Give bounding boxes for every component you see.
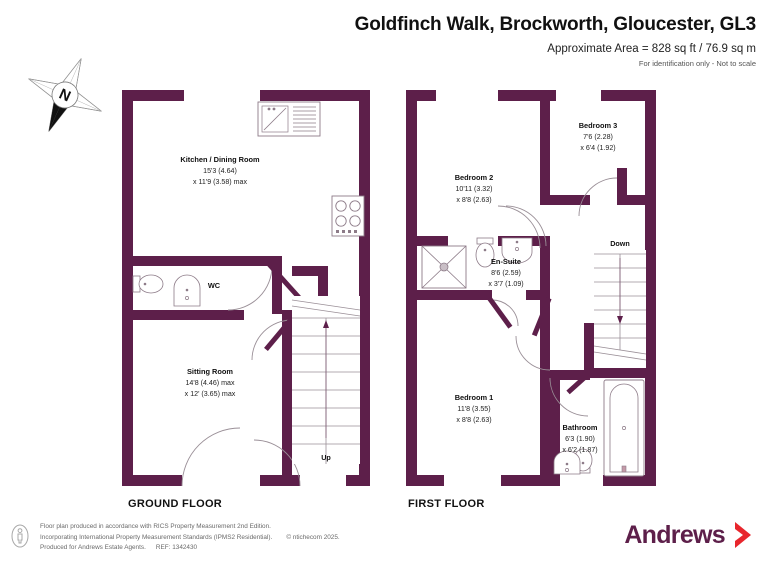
en-suite-label: En-Suite 8'6 (2.59) x 3'7 (1.09) bbox=[488, 257, 523, 288]
ensuite-basin-icon bbox=[501, 237, 533, 264]
first-floor-label: FIRST FLOOR bbox=[408, 498, 485, 510]
ground-floor-label: GROUND FLOOR bbox=[128, 498, 223, 510]
svg-text:6'3 (1.90): 6'3 (1.90) bbox=[565, 435, 595, 443]
ensuite-shower-tray-icon bbox=[421, 245, 467, 289]
ground-floor-door-leaves bbox=[264, 262, 302, 352]
sitting-room-label: Sitting Room 14'8 (4.46) max x 12' (3.65… bbox=[185, 367, 236, 398]
svg-text:En-Suite: En-Suite bbox=[491, 257, 521, 266]
svg-text:Bathroom: Bathroom bbox=[563, 423, 598, 432]
bathroom-bathtub-icon bbox=[603, 379, 645, 477]
first-floor-door-swings bbox=[491, 177, 618, 417]
brand-name: Andrews bbox=[624, 520, 725, 549]
footer-line-2-row: Incorporating International Property Mea… bbox=[40, 533, 340, 544]
wc-toilet-icon bbox=[132, 274, 164, 294]
chevron-right-icon bbox=[735, 522, 751, 548]
svg-text:x 8'8 (2.63): x 8'8 (2.63) bbox=[456, 416, 491, 424]
kitchen-hob-icon bbox=[331, 195, 365, 237]
svg-text:11'8 (3.55): 11'8 (3.55) bbox=[457, 405, 490, 413]
footer-text: Floor plan produced in accordance with R… bbox=[40, 522, 340, 554]
svg-text:x 6'4 (1.92): x 6'4 (1.92) bbox=[580, 144, 615, 152]
bedroom-2-label: Bedroom 2 10'11 (3.32) x 8'8 (2.63) bbox=[455, 173, 494, 204]
kitchen-sink-with-drainer-icon bbox=[257, 101, 321, 137]
page-title: Goldfinch Walk, Brockworth, Gloucester, … bbox=[354, 14, 757, 35]
svg-text:x 11'9 (3.58) max: x 11'9 (3.58) max bbox=[193, 178, 248, 186]
ground-floor-plan: Up Kitchen / Dining Room 15'3 (4.64) x 1… bbox=[110, 78, 390, 498]
scale-notice: For identification only - Not to scale bbox=[638, 59, 756, 68]
svg-text:8'6 (2.59): 8'6 (2.59) bbox=[491, 269, 521, 277]
footer-line-3: Produced for Andrews Estate Agents. bbox=[40, 544, 146, 552]
svg-text:Kitchen / Dining Room: Kitchen / Dining Room bbox=[180, 155, 260, 164]
svg-text:14'8 (4.46) max: 14'8 (4.46) max bbox=[185, 379, 235, 387]
svg-text:15'3 (4.64): 15'3 (4.64) bbox=[203, 167, 237, 175]
ground-floor-staircase: Up bbox=[291, 296, 361, 464]
compass-rose-icon: N bbox=[22, 52, 108, 138]
wc-basin-icon bbox=[173, 274, 201, 307]
footer-copyright: © ntichecom 2025. bbox=[286, 533, 340, 541]
svg-text:x 6'2 (1.87): x 6'2 (1.87) bbox=[562, 446, 597, 454]
svg-text:10'11 (3.32): 10'11 (3.32) bbox=[455, 185, 492, 193]
wc-label: WC bbox=[208, 281, 221, 290]
footer-line-1: Floor plan produced in accordance with R… bbox=[40, 523, 271, 531]
approximate-area: Approximate Area = 828 sq ft / 76.9 sq m bbox=[547, 43, 756, 55]
svg-text:Sitting Room: Sitting Room bbox=[187, 367, 233, 376]
svg-text:WC: WC bbox=[208, 281, 221, 290]
svg-text:Bedroom 3: Bedroom 3 bbox=[579, 121, 618, 130]
person-measurement-icon bbox=[8, 524, 32, 548]
footer-reference: REF: 1342430 bbox=[155, 544, 198, 552]
bedroom-3-label: Bedroom 3 7'6 (2.28) x 6'4 (1.92) bbox=[579, 121, 618, 152]
first-floor-door-leaves bbox=[487, 296, 594, 395]
header: Goldfinch Walk, Brockworth, Gloucester, … bbox=[354, 14, 757, 68]
first-floor-walls bbox=[406, 90, 656, 486]
stairs-up-label: Up bbox=[321, 453, 331, 462]
svg-text:Bedroom 2: Bedroom 2 bbox=[455, 173, 494, 182]
stairs-down-label: Down bbox=[610, 239, 630, 248]
svg-text:Bedroom 1: Bedroom 1 bbox=[455, 393, 494, 402]
footer-line-2: Incorporating International Property Mea… bbox=[40, 533, 273, 541]
svg-text:7'6 (2.28): 7'6 (2.28) bbox=[583, 133, 613, 141]
kitchen-dining-room-label: Kitchen / Dining Room 15'3 (4.64) x 11'9… bbox=[180, 155, 260, 186]
first-floor-plan: Down Bedroom 2 10'11 (3.32) x 8'8 (2.63)… bbox=[398, 78, 666, 498]
bathroom-basin-icon bbox=[553, 450, 581, 475]
ground-floor-door-swings bbox=[181, 265, 301, 487]
first-floor-staircase: Down bbox=[593, 239, 647, 368]
footer-line-3-row: Produced for Andrews Estate Agents. REF: … bbox=[40, 543, 340, 554]
svg-text:x 8'8 (2.63): x 8'8 (2.63) bbox=[456, 196, 491, 204]
bedroom-1-label: Bedroom 1 11'8 (3.55) x 8'8 (2.63) bbox=[455, 393, 494, 424]
andrews-logo[interactable]: Andrews bbox=[624, 520, 754, 550]
bathroom-label: Bathroom 6'3 (1.90) x 6'2 (1.87) bbox=[562, 423, 598, 454]
ground-floor-walls bbox=[122, 90, 370, 486]
footer: Floor plan produced in accordance with R… bbox=[8, 522, 340, 554]
ensuite-toilet-icon bbox=[475, 237, 495, 268]
svg-text:x 12' (3.65) max: x 12' (3.65) max bbox=[185, 390, 236, 398]
svg-text:x 3'7 (1.09): x 3'7 (1.09) bbox=[488, 280, 523, 288]
